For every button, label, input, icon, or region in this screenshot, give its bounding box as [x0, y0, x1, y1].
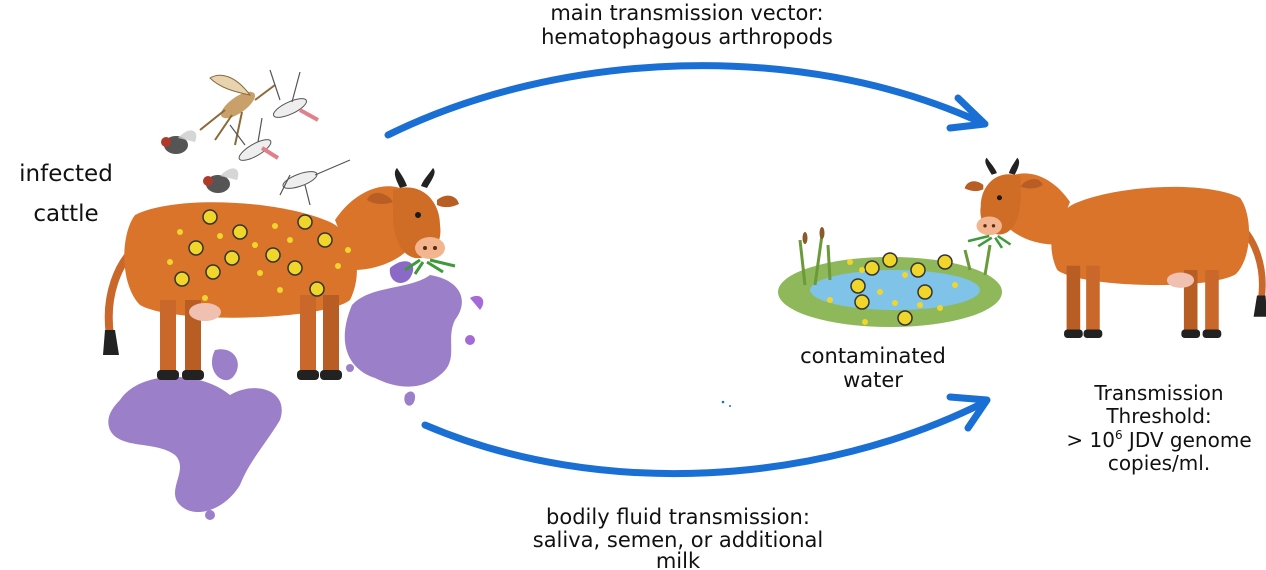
threshold-label-line1: Transmission	[1093, 381, 1223, 405]
water-label-line2: water	[843, 368, 903, 392]
vector-label-line2: hematophagous arthropods	[541, 25, 833, 49]
threshold-label-line4: copies/ml.	[1108, 451, 1210, 475]
fluid-splash-icon	[108, 261, 484, 520]
threshold-label-line2: Threshold:	[1105, 404, 1211, 428]
infected-label-line2: cattle	[33, 201, 98, 227]
mosquito-icon	[199, 69, 351, 206]
threshold-exponent: 6	[1115, 428, 1123, 442]
pond-icon	[778, 227, 1002, 327]
vector-arrow	[384, 62, 989, 139]
fluid-label-line1: bodily fluid transmission:	[546, 505, 810, 529]
vector-label-line1: main transmission vector:	[550, 1, 823, 25]
fly-icon	[161, 130, 239, 193]
cow-icon	[965, 158, 1266, 338]
infected-label-line1: infected	[19, 161, 113, 187]
fluid-arrow	[421, 393, 991, 478]
fluid-label-line2: saliva, semen, or additional	[533, 528, 823, 552]
speck-marks	[721, 400, 731, 407]
threshold-label-line3: > 106 JDV genome	[1066, 428, 1251, 452]
water-label-line1: contaminated	[800, 344, 946, 368]
fluid-label-line3: milk	[656, 549, 701, 570]
